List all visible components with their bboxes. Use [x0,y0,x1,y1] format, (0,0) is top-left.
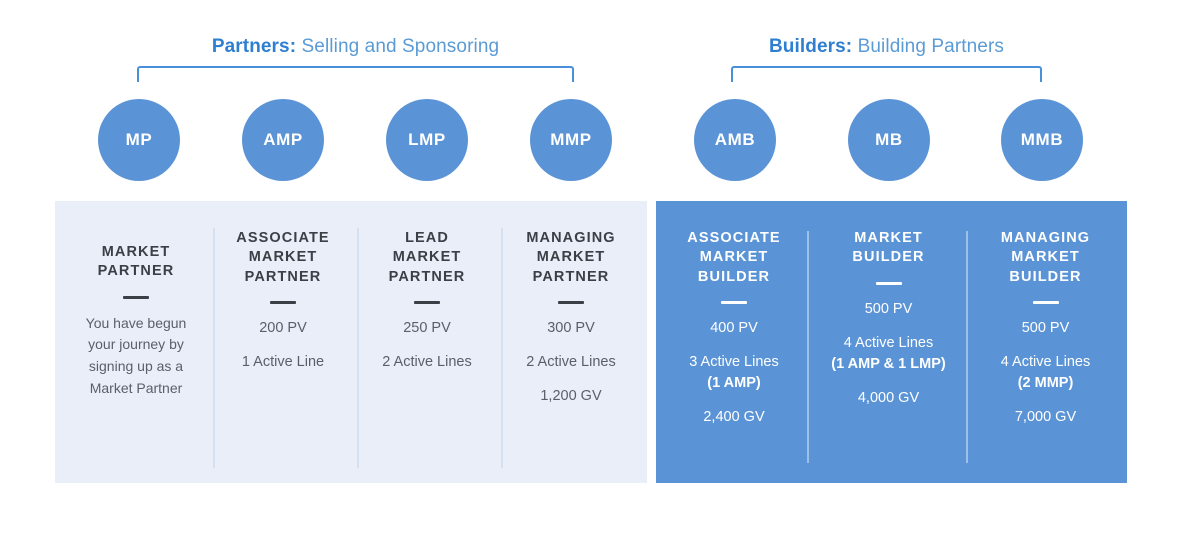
partners-column-amp-line-2: 1 Active Line [241,353,325,370]
rank-circle-mmp[interactable]: MMP [530,99,612,181]
group-heading-builders-light: Building Partners [852,36,1005,57]
partners-panel [55,201,647,483]
partners-column-amp: ASSOCIATE MARKET PARTNER 200 PV 1 Active… [207,229,359,373]
partners-column-lmp: LEAD MARKET PARTNER 250 PV 2 Active Line… [351,229,503,373]
partners-column-mp: MARKET PARTNER You have begun your journ… [60,243,212,399]
rank-circle-lmp[interactable]: LMP [386,99,468,181]
partners-divider-2 [357,228,359,468]
rank-circle-mmb[interactable]: MMB [1001,99,1083,181]
group-heading-partners-strong: Partners: [211,36,297,57]
partners-divider-3 [501,228,503,468]
partners-divider-1 [213,228,215,468]
partners-column-lmp-line-2: 2 Active Lines [382,353,472,370]
builders-column-mmb-line-2: 4 Active Lines [1000,353,1091,370]
rank-circle-mmb-label: MMB [1020,130,1064,149]
rank-circle-mb[interactable]: MB [848,99,930,181]
group-heading-builders: Builders: Building Partners [731,36,1042,58]
rank-circle-mp-label: MP [125,130,153,149]
partners-column-lmp-rule [414,300,440,304]
partners-column-mmp-line-2: 2 Active Lines [526,353,616,370]
builders-column-mb-line-1: 500 PV [864,300,913,317]
builders-column-mmb-line-4: 7,000 GV [1014,408,1077,425]
builders-column-amb-line-2: 3 Active Lines [689,353,779,370]
group-heading-builders-strong: Builders: [768,36,853,57]
partners-column-mmp-line-1: 300 PV [547,319,595,336]
builders-panel [656,201,1127,483]
bracket-partners [137,66,574,82]
builders-column-mb-rule [875,281,902,285]
rank-circle-amb-label: AMB [714,130,756,149]
builders-column-mb: MARKET BUILDER 500 PV 4 Active Lines (1 … [811,229,966,409]
builders-column-amb-line-1: 400 PV [710,319,758,336]
partners-column-mp-rule [123,295,149,299]
partners-column-lmp-line-1: 250 PV [403,319,451,336]
partners-column-amp-line-1: 200 PV [259,319,307,336]
builders-column-amb: ASSOCIATE MARKET BUILDER 400 PV 3 Active… [661,229,807,428]
rank-circle-mp[interactable]: MP [98,99,180,181]
partners-column-mp-description: You have begun your journey by signing u… [85,314,187,396]
partners-column-amp-rule [270,300,296,304]
builders-column-amb-title: ASSOCIATE MARKET BUILDER [687,230,781,285]
builders-column-mb-line-4: 4,000 GV [857,389,920,406]
builders-column-mmb: MANAGING MARKET BUILDER 500 PV 4 Active … [968,229,1123,428]
rank-circle-mmp-label: MMP [550,130,592,149]
partners-column-mp-title: MARKET PARTNER [97,244,175,280]
builders-column-mb-title: MARKET BUILDER [852,230,925,266]
group-heading-partners: Partners: Selling and Sponsoring [137,36,574,58]
builders-divider-2 [966,231,968,463]
builders-column-amb-line-3: (1 AMP) [707,374,761,391]
partners-column-lmp-title: LEAD MARKET PARTNER [388,230,466,285]
builders-column-amb-rule [721,300,747,304]
rank-circle-amb[interactable]: AMB [694,99,776,181]
partners-column-mmp-line-3: 1,200 GV [540,387,602,404]
builders-column-mb-line-3: (1 AMP & 1 LMP) [831,355,946,372]
partners-column-mmp-rule [558,300,584,304]
builders-column-mmb-line-3: (2 MMP) [1017,374,1074,391]
rank-circle-mb-label: MB [875,130,903,149]
rank-circle-amp[interactable]: AMP [242,99,324,181]
builders-column-mb-line-2: 4 Active Lines [843,334,934,351]
builders-column-mmb-title: MANAGING MARKET BUILDER [1000,230,1091,285]
rank-circle-amp-label: AMP [263,130,303,149]
builders-column-mmb-line-1: 500 PV [1021,319,1070,336]
group-heading-partners-light: Selling and Sponsoring [296,36,500,57]
partners-column-mmp-title: MANAGING MARKET PARTNER [526,230,616,285]
partners-column-mmp: MANAGING MARKET PARTNER 300 PV 2 Active … [495,229,647,407]
partners-column-amp-title: ASSOCIATE MARKET PARTNER [236,230,330,285]
builders-divider-1 [807,231,809,463]
bracket-builders [731,66,1042,82]
rank-circle-lmp-label: LMP [408,130,446,149]
builders-column-mmb-rule [1032,300,1059,304]
builders-column-amb-line-4: 2,400 GV [703,408,765,425]
